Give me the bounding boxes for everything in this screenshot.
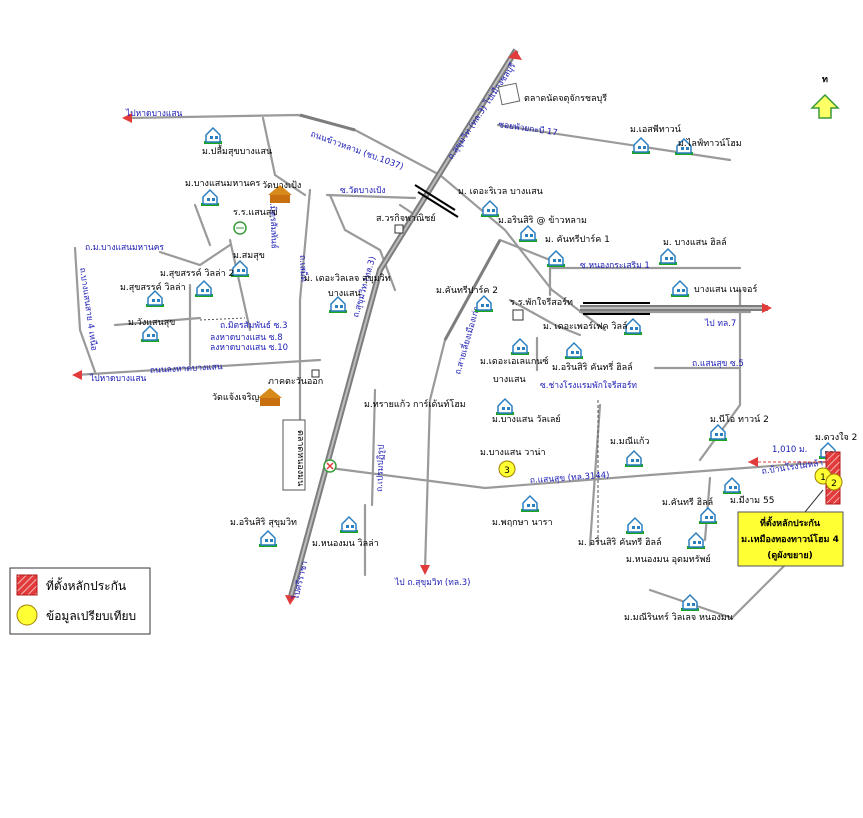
house-icons [140,127,838,612]
svg-text:ม.นีโอ ทาวน์ 2: ม.นีโอ ทาวน์ 2 [710,413,769,425]
svg-text:ม.พฤกษา นารา: ม.พฤกษา นารา [492,518,553,528]
svg-text:ม.สุขสรรค์ วิลล่า 2: ม.สุขสรรค์ วิลล่า 2 [160,267,234,279]
svg-text:ร.ร.พักใจรีสอร์ท: ร.ร.พักใจรีสอร์ท [510,296,573,308]
svg-text:ม.อรินสิริ คันทรี่ ฮิลล์: ม.อรินสิริ คันทรี่ ฮิลล์ [552,360,633,373]
svg-text:บางแสน: บางแสน [328,289,361,299]
school-icon [233,221,247,235]
label-soi17: ซอยพัวยกะบี 17 [498,119,559,138]
label-distance: 1,010 ม. [772,445,807,455]
label-to-ban-nong: ถ.บ้านโรงไผ่หล้า [761,457,824,477]
svg-text:ม. อรินสิริ คันทรี ฮิลล์: ม. อรินสิริ คันทรี ฮิลล์ [578,536,662,548]
svg-text:ภาคตะวันออก: ภาคตะวันออก [268,377,323,387]
svg-text:ม.ปลื้มสุขบางแสน: ม.ปลื้มสุขบางแสน [202,144,272,157]
svg-text:3: 3 [504,466,510,476]
svg-text:ม.บางแสน วัลเลย์: ม.บางแสน วัลเลย์ [492,413,561,425]
label-sai-liang: ถ.สายเลี่ยงเมืองเก่า [451,305,482,376]
market-box [282,419,306,491]
power-line [199,317,246,321]
label-to-sukhumvit-south: ไป ถ.สุขุมวิท (ทล.3) [394,577,470,588]
label-bypass: ถนนข้าวหลาม (ชบ.1037) [309,128,405,172]
site-line-3: (ดูผังขยาย) [767,550,813,561]
svg-text:ม.อรินสิริ สุขุมวิท: ม.อรินสิริ สุขุมวิท [230,517,297,528]
svg-text:บางแสน เนเจอร์: บางแสน เนเจอร์ [694,283,757,295]
site-callout: ที่ตั้งหลักประกัน ม.เหมืองทองทาวน์โฮม 4 … [737,489,844,567]
bridges [414,184,650,315]
svg-text:ม.คันทรีปาร์ค 2: ม.คันทรีปาร์ค 2 [436,284,498,296]
label-sukhumvit-north: ถ.สุขุมวิท (ทล.3) ไปเมืองชลบุรี [445,61,518,162]
compare-marker-2: 2 [825,473,843,491]
svg-text:วัดแจ้งเจริญ: วัดแจ้งเจริญ [212,392,260,403]
label-wat-bangpueng-road: ซ.วัดบางเป้ง [340,185,386,196]
svg-text:1: 1 [820,473,826,483]
svg-text:ม. เดอะริเวล บางแสน: ม. เดอะริเวล บางแสน [458,186,543,197]
label-saensuk: ถ.แสนสุข (ทล.3144) [530,470,610,486]
label-longhad-10: ลงหาดบางแสน ซ.10 [210,343,288,353]
market-label: ตลาดหนองมน [295,430,305,486]
minor-roads [73,113,827,620]
label-pattanakom: ถ.ม.บางแสนมหานคร [85,243,164,253]
svg-text:บางแสน: บางแสน [493,375,526,385]
svg-text:ม. เดอะเพอร์เฟค วิลล์: ม. เดอะเพอร์เฟค วิลล์ [543,320,627,332]
compare-marker-3: 3 [498,460,516,478]
svg-text:ม. เดอะวิลเลจ สุขุมวิท: ม. เดอะวิลเลจ สุขุมวิท [304,273,391,284]
svg-text:ซ.ช่างโรงแรมพักใจรีสอร์ท: ซ.ช่างโรงแรมพักใจรีสอร์ท [540,380,637,391]
svg-text:วัดบางเป้ง: วัดบางเป้ง [262,180,301,191]
north-label: ท [822,75,828,85]
svg-text:ม. บางแสน ฮิลล์: ม. บางแสน ฮิลล์ [663,236,727,248]
legend-site-swatch [16,574,38,596]
label-to-hwy7: ไป ทล.7 [704,318,736,329]
label-nong-krathing: ซ.หนองกระเสริม 1 [580,261,650,271]
hospital-icon [323,459,337,473]
svg-text:ม. คันทรีปาร์ค 1: ม. คันทรีปาร์ค 1 [545,233,610,245]
svg-text:ม.บางแสนมหานคร: ม.บางแสนมหานคร [185,179,260,189]
svg-text:ส.วรกิจพาณิชย์: ส.วรกิจพาณิชย์ [376,212,436,224]
temple-icon [268,185,292,203]
label-saensuk5: ถ.แสนสุข ซ.5 [692,359,744,369]
label-longhad-8: ลงหาดบางแสน ซ.8 [210,333,283,343]
svg-text:ม.ไลฟ์ทาวน์โฮม: ม.ไลฟ์ทาวน์โฮม [678,137,742,149]
svg-text:ม.สุขสรรค์ วิลล่า: ม.สุขสรรค์ วิลล่า [120,281,186,293]
svg-text:ม.ทรายแก้ว การ์เด้นท์โฮม: ม.ทรายแก้ว การ์เด้นท์โฮม [364,398,466,410]
label-samet: ถ.เสม็ด [297,255,310,282]
label-bangsaen-sai4: ถ.บางแสนสาย 4 เหนือ [77,267,100,352]
svg-text:ม.อรินสิริ @ ข้าวหลาม: ม.อรินสิริ @ ข้าวหลาม [498,215,587,226]
temple-icon-2 [258,388,282,406]
svg-text:ม.มณีรินทร์ วิลเลจ หนองมน: ม.มณีรินทร์ วิลเลจ หนองมน [624,611,733,623]
svg-text:ม.หนองมน อุดมทรัพย์: ม.หนองมน อุดมทรัพย์ [626,553,711,565]
svg-text:ม.เดอะเอเลแกนซ์: ม.เดอะเอเลแกนซ์ [480,355,549,367]
label-to-bangsaen-w: ไปหาดบางแสน [89,373,147,384]
highways [287,48,768,601]
label-longhad: ถนนลงหาดบางแสน [150,362,223,376]
landmarks: ตลาดหนองมน [233,82,524,491]
legend: ที่ตั้งหลักประกัน ข้อมูลเปรียบเทียบ [9,567,151,635]
svg-text:ม.คันทรี ฮิลล์: ม.คันทรี ฮิลล์ [662,496,713,508]
svg-text:ม.บางแสน วาน่า: ม.บางแสน วาน่า [480,448,546,458]
legend-compare-label: ข้อมูลเปรียบเทียบ [46,609,136,624]
legend-site-label: ที่ตั้งหลักประกัน [46,577,126,593]
svg-text:ร.ร.แสนสุข: ร.ร.แสนสุข [233,208,277,218]
site-line-1: ที่ตั้งหลักประกัน [760,516,821,529]
svg-text:2: 2 [831,479,837,489]
svg-text:ม.วังแสนสุข: ม.วังแสนสุข [128,318,175,328]
svg-text:ม.หนองมน วิลล่า: ม.หนองมน วิลล่า [312,538,379,549]
svg-text:ม.มณีแก้ว: ม.มณีแก้ว [610,436,649,447]
legend-compare-swatch [16,604,38,626]
svg-text:ม.ดวงใจ 2: ม.ดวงใจ 2 [815,432,857,443]
svg-text:ม.มีงาม 55: ม.มีงาม 55 [730,495,774,506]
label-mittraphap-3: ถ.มิตรสัมพันธ์ ซ.3 [220,320,288,331]
svg-text:ม.เอสพีทาวน์: ม.เอสพีทาวน์ [630,123,681,135]
label-to-bangsaen-nw: ไปหาดบางแสน [125,108,183,119]
label-prempracha: ถ.เปรมปฏิรูป [375,444,387,492]
svg-text:ม.สมสุข: ม.สมสุข [233,251,265,261]
site-line-2: ม.เหมืองทองทาวน์โฮม 4 [741,533,839,545]
svg-text:ตลาดนัดจตุจักรชลบุรี: ตลาดนัดจตุจักรชลบุรี [524,93,607,104]
label-mittraphap: ถ.มิตรสัมพันธ์ [267,198,280,249]
place-labels: ตลาดนัดจตุจักรชลบุรี ม.เอสพีทาวน์ ม.ไลฟ์… [120,93,857,623]
north-arrow: ท [810,75,840,119]
